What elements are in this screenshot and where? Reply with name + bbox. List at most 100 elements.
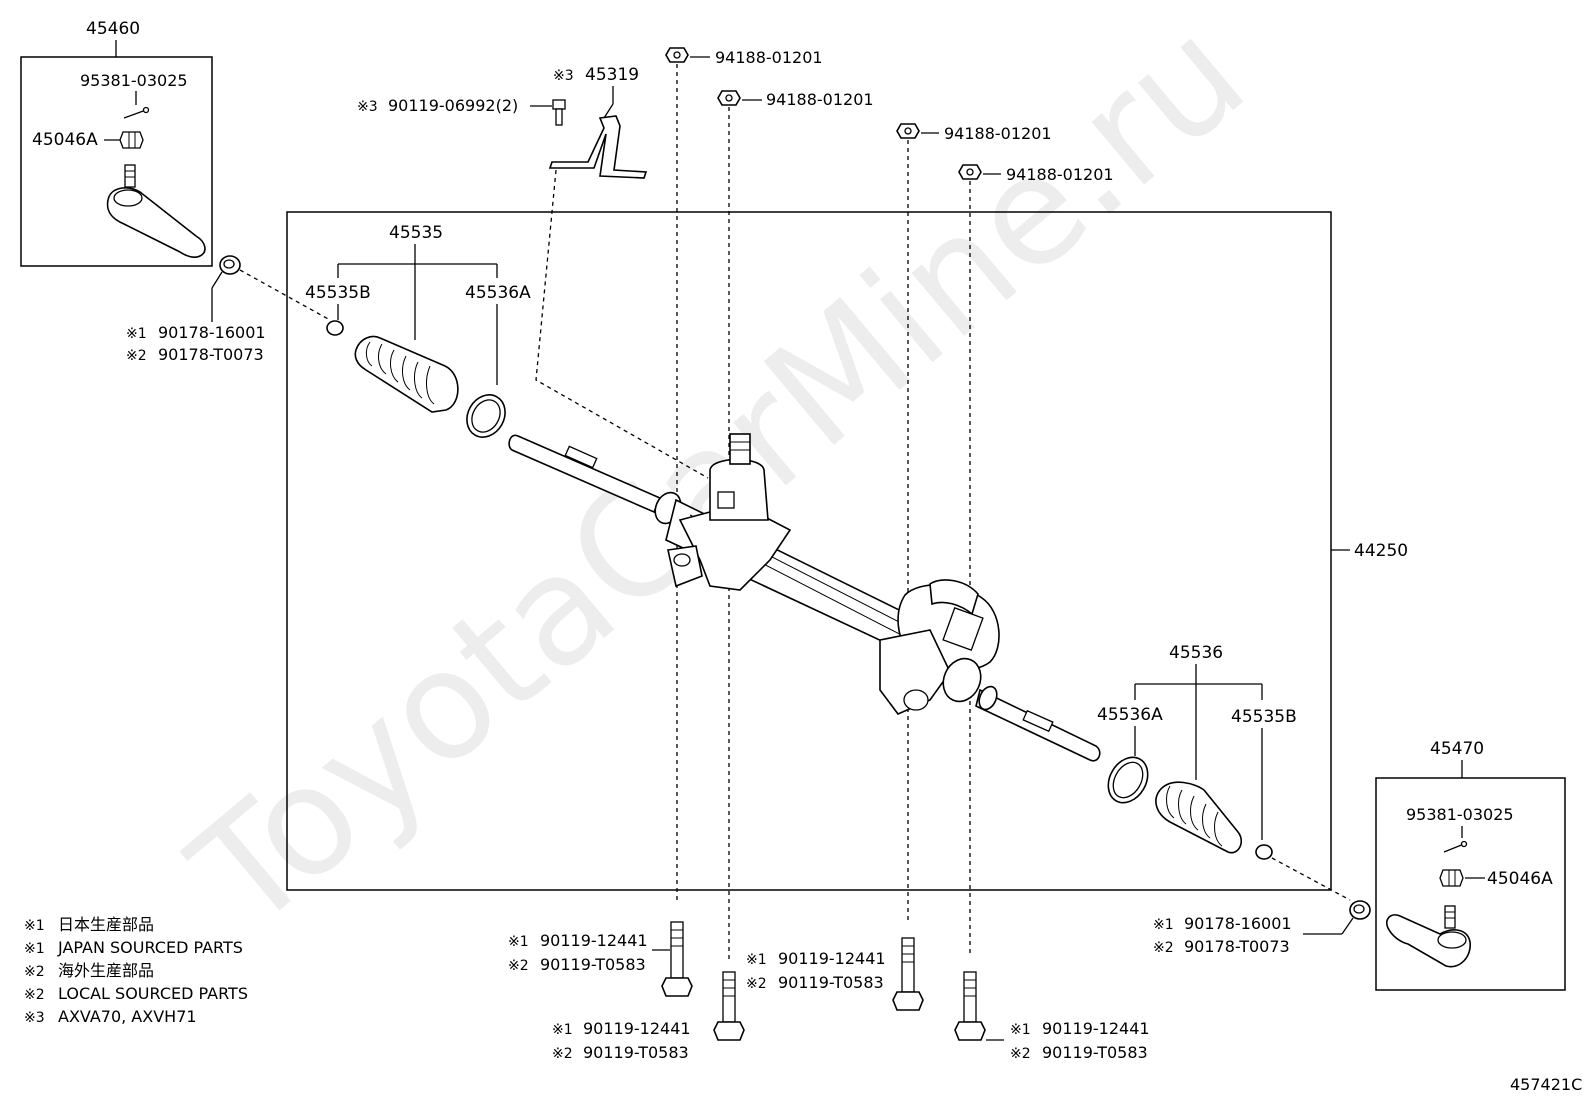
lock-nut-rh-icon	[1349, 900, 1371, 920]
bolt-2-number-2[interactable]: 90119-T0583	[583, 1043, 689, 1062]
bolt-3-mark-1: ※1	[746, 952, 767, 968]
boot-lh-clamp-a-number[interactable]: 45536A	[465, 283, 531, 303]
bolt-4-mark-2: ※2	[1010, 1046, 1031, 1062]
lock-nut-lh: ※1 90178-16001 ※2 90178-T0073	[126, 255, 331, 364]
clamp-a-lh-icon	[466, 394, 506, 438]
cotter-pin-lh-number[interactable]: 95381-03025	[80, 71, 188, 90]
legend-mark-3: ※2	[24, 964, 45, 980]
boot-rh-icon	[1155, 781, 1243, 854]
boot-rh-clamp-a-number[interactable]: 45536A	[1097, 705, 1163, 725]
lock-nut-lh-mark-2: ※2	[126, 348, 147, 364]
tie-rod-end-lh-icon	[106, 164, 206, 259]
bolt-1-mark-1: ※1	[508, 934, 529, 950]
lock-nut-rh-number-1[interactable]: 90178-16001	[1184, 914, 1292, 933]
lock-nut-lh-number-1[interactable]: 90178-16001	[158, 323, 266, 342]
cotter-pin-lh-icon	[123, 106, 150, 119]
steering-rack-icon	[508, 433, 1101, 762]
legend-mark-5: ※3	[24, 1010, 45, 1026]
bolt-3-number-2[interactable]: 90119-T0583	[778, 973, 884, 992]
cotter-pin-rh-number[interactable]: 95381-03025	[1406, 805, 1514, 824]
castle-nut-lh-icon	[119, 131, 144, 149]
nut-4-icon	[958, 164, 982, 180]
lock-nut-rh: ※1 90178-16001 ※2 90178-T0073	[1153, 900, 1371, 956]
nut-3-number[interactable]: 94188-01201	[944, 124, 1052, 143]
tie-rod-end-rh-number[interactable]: 45470	[1430, 739, 1484, 759]
nut-1: 94188-01201	[665, 47, 823, 900]
bolt-3: ※1 90119-12441 ※2 90119-T0583	[746, 937, 924, 1011]
bolt-4-number-2[interactable]: 90119-T0583	[1042, 1043, 1148, 1062]
boot-lh-icon	[354, 335, 459, 413]
nut-2-number[interactable]: 94188-01201	[766, 90, 874, 109]
boot-rh-clamp-b-number[interactable]: 45535B	[1231, 707, 1297, 727]
castle-nut-rh-icon	[1439, 869, 1464, 887]
lock-nut-lh-icon	[219, 255, 241, 275]
diagram-code: 457421C	[1510, 1075, 1582, 1094]
boot-rh-number[interactable]: 45536	[1169, 643, 1223, 663]
boot-lh-clamp-b-number[interactable]: 45535B	[305, 283, 371, 303]
lock-nut-rh-number-2[interactable]: 90178-T0073	[1184, 937, 1290, 956]
legend-text-1: 日本生産部品	[58, 915, 154, 934]
legend-mark-2: ※1	[24, 941, 45, 957]
bracket-number[interactable]: 45319	[585, 65, 639, 85]
lock-nut-lh-mark-1: ※1	[126, 326, 147, 342]
bracket-mark: ※3	[553, 68, 574, 84]
bracket-icon	[548, 115, 648, 179]
bolt-1-mark-2: ※2	[508, 958, 529, 974]
bolt-3-number-1[interactable]: 90119-12441	[778, 949, 886, 968]
legend-mark-4: ※2	[24, 987, 45, 1003]
bolt-2-icon	[713, 971, 745, 1041]
lock-nut-lh-number-2[interactable]: 90178-T0073	[158, 345, 264, 364]
nut-2-icon	[717, 90, 741, 106]
nut-rh-number[interactable]: 45046A	[1487, 869, 1553, 889]
lock-nut-rh-mark-1: ※1	[1153, 917, 1174, 933]
bracket-group: ※3 45319 ※3 90119-06992(2)	[357, 65, 709, 479]
nut-1-number[interactable]: 94188-01201	[715, 48, 823, 67]
boot-lh-number[interactable]: 45535	[389, 223, 443, 243]
tie-rod-end-rh-box	[1375, 777, 1566, 991]
legend-mark-1: ※1	[24, 918, 45, 934]
tie-rod-end-lh-box	[20, 56, 213, 267]
bolt-1-icon	[661, 921, 693, 997]
nut-3: 94188-01201	[896, 123, 1052, 920]
legend-text-4: LOCAL SOURCED PARTS	[58, 984, 248, 1003]
boot-lh-group: 45535 45535B 45536A	[305, 223, 531, 438]
bolt-1-number-2[interactable]: 90119-T0583	[540, 955, 646, 974]
bolt-2-mark-1: ※1	[552, 1022, 573, 1038]
nut-4-number[interactable]: 94188-01201	[1006, 165, 1114, 184]
boot-rh-group: 45536 45536A 45535B	[1097, 643, 1351, 901]
bolt-3-icon	[892, 937, 924, 1011]
bracket-bolt-number[interactable]: 90119-06992(2)	[388, 96, 518, 115]
lock-nut-rh-mark-2: ※2	[1153, 940, 1174, 956]
legend-text-3: 海外生産部品	[58, 961, 154, 980]
nut-lh-number[interactable]: 45046A	[32, 130, 98, 150]
clamp-b-rh-icon	[1255, 844, 1273, 860]
tie-rod-end-lh-number[interactable]: 45460	[86, 19, 140, 39]
gear-assembly-number[interactable]: 44250	[1354, 541, 1408, 561]
tie-rod-end-rh-group: 45470 95381-03025 45046A	[1375, 739, 1566, 991]
bolt-4-icon	[954, 971, 986, 1041]
bolt-1-number-1[interactable]: 90119-12441	[540, 931, 648, 950]
bolt-4: ※1 90119-12441 ※2 90119-T0583	[954, 971, 1150, 1062]
bolt-2-mark-2: ※2	[552, 1046, 573, 1062]
legend-text-5: AXVA70, AXVH71	[58, 1007, 197, 1026]
gear-assembly-box	[286, 211, 1332, 891]
legend-text-2: JAPAN SOURCED PARTS	[57, 938, 243, 957]
clamp-b-lh-icon	[326, 320, 344, 336]
cotter-pin-rh-icon	[1443, 840, 1468, 853]
bolt-2-number-1[interactable]: 90119-12441	[583, 1019, 691, 1038]
bolt-4-mark-1: ※1	[1010, 1022, 1031, 1038]
bolt-2: ※1 90119-12441 ※2 90119-T0583	[552, 971, 745, 1062]
tie-rod-end-rh-icon	[1385, 905, 1471, 968]
bolt-4-number-1[interactable]: 90119-12441	[1042, 1019, 1150, 1038]
nut-4: 94188-01201	[958, 164, 1114, 955]
tie-rod-end-lh-group: 45460 95381-03025 45046A	[20, 19, 213, 267]
bolt-1: ※1 90119-12441 ※2 90119-T0583	[508, 921, 693, 997]
clamp-a-rh-icon	[1107, 756, 1149, 804]
bracket-bolt-icon	[552, 99, 566, 126]
nut-3-icon	[896, 123, 920, 139]
legend: ※1 日本生産部品 ※1 JAPAN SOURCED PARTS ※2 海外生産…	[24, 915, 248, 1026]
nut-1-icon	[665, 47, 689, 63]
bolt-3-mark-2: ※2	[746, 976, 767, 992]
bracket-bolt-mark: ※3	[357, 99, 378, 115]
